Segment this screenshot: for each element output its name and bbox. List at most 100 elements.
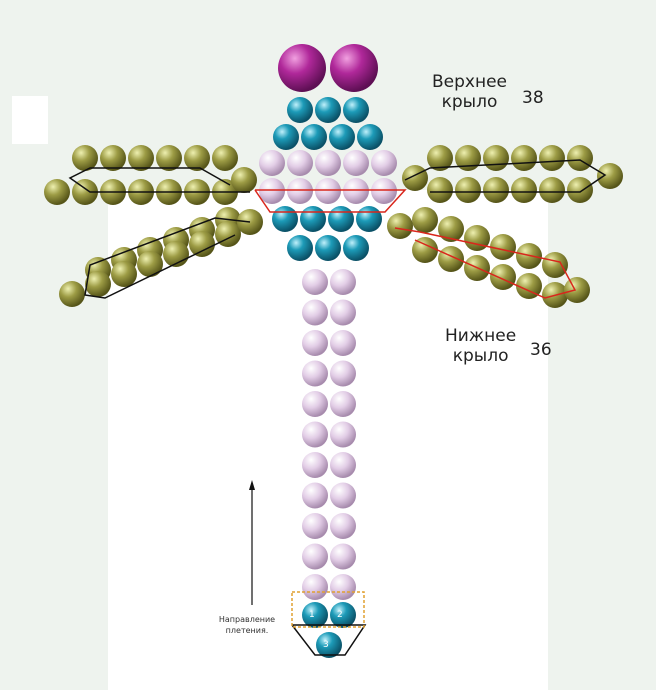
head-bead	[315, 97, 341, 123]
head-bead	[343, 97, 369, 123]
white-square	[12, 96, 48, 144]
upper-right-wing-bead	[511, 145, 537, 171]
upper-left-wing-bead	[128, 145, 154, 171]
upper-left-wing-bead	[72, 179, 98, 205]
upper-left-wing-bead	[44, 179, 70, 205]
lower-right-wing-bead	[412, 207, 438, 233]
lower-wing-label: Нижнее крыло	[445, 326, 517, 366]
upper-right-wing-bead	[539, 177, 565, 203]
body-bead	[330, 421, 356, 448]
tail-thread	[291, 624, 367, 656]
head-bead	[301, 124, 327, 150]
tail-bead	[330, 602, 356, 628]
upper-left-wing-bead	[212, 145, 238, 171]
thorax-bead	[356, 206, 382, 232]
thorax-bead	[315, 178, 341, 204]
eye-bead	[278, 44, 326, 92]
lower-left-wing-bead	[137, 251, 163, 277]
body-bead	[330, 269, 356, 295]
upper-right-wing-bead	[427, 177, 453, 203]
direction-arrowhead	[249, 480, 255, 490]
body-bead	[302, 330, 328, 356]
upper-right-wing-thread	[404, 159, 607, 193]
lower-right-wing-bead	[516, 273, 542, 299]
thorax-bead	[272, 206, 298, 232]
thorax-bead	[287, 235, 313, 261]
lower-wing-count: 36	[530, 340, 552, 360]
body-bead	[330, 543, 356, 570]
upper-right-wing-bead	[567, 177, 593, 203]
body-bead	[330, 513, 356, 539]
lower-right-wing-bead	[464, 225, 490, 251]
thorax-bead	[300, 206, 326, 232]
bead-number-3: 3	[323, 640, 329, 650]
head-bead	[329, 124, 355, 150]
upper-left-wing-bead	[100, 145, 126, 171]
lower-left-wing-thread	[84, 217, 251, 299]
lower-right-wing-bead	[490, 234, 516, 260]
head-bead	[273, 124, 299, 150]
body-bead	[330, 574, 356, 600]
head-bead	[357, 124, 383, 150]
thorax-bead	[371, 178, 397, 204]
eye-bead	[330, 44, 378, 92]
body-bead	[302, 452, 328, 478]
lower-right-wing-thread	[394, 227, 577, 299]
thorax-bead	[315, 150, 341, 176]
body-bead	[302, 269, 328, 295]
body-bead	[302, 421, 328, 448]
thorax-bead	[343, 235, 369, 261]
upper-right-wing-bead	[567, 145, 593, 171]
thorax-bead	[328, 206, 354, 232]
lower-right-wing-bead	[438, 246, 464, 272]
upper-left-wing-thread	[68, 167, 250, 193]
lower-left-wing-bead	[85, 271, 111, 297]
upper-right-wing-bead	[483, 145, 509, 171]
lower-right-wing-bead	[490, 264, 516, 290]
body-bead	[330, 330, 356, 356]
lower-left-wing-bead	[215, 221, 241, 247]
lower-right-wing-bead	[438, 216, 464, 242]
upper-right-wing-bead	[597, 163, 623, 189]
upper-left-wing-bead	[156, 145, 182, 171]
upper-right-wing-bead	[402, 165, 428, 191]
upper-right-wing-bead	[455, 145, 481, 171]
body-bead	[302, 360, 328, 387]
tail-bead	[302, 602, 328, 628]
thorax-bead	[371, 150, 397, 176]
thorax-bead	[259, 150, 285, 176]
bead-number-1: 1	[309, 610, 315, 620]
upper-right-wing-bead	[427, 145, 453, 171]
thorax-bead	[343, 150, 369, 176]
bead-number-2: 2	[337, 610, 343, 620]
upper-left-wing-bead	[231, 167, 257, 193]
body-bead	[302, 482, 328, 509]
upper-wing-label: Верхнее крыло	[432, 72, 508, 112]
lower-right-wing-bead	[387, 213, 413, 239]
tail-loop-thread	[291, 591, 365, 628]
body-bead	[330, 452, 356, 478]
lower-left-wing-bead	[59, 281, 85, 307]
thorax-bead	[287, 150, 313, 176]
thorax-bead	[287, 178, 313, 204]
body-bead	[302, 513, 328, 539]
upper-left-wing-bead	[72, 145, 98, 171]
body-pink-row-thread	[254, 189, 407, 213]
lower-right-wing-bead	[412, 237, 438, 263]
lower-right-wing-bead	[564, 277, 590, 303]
thorax-bead	[343, 178, 369, 204]
upper-wing-count: 38	[522, 88, 544, 108]
body-bead	[330, 391, 356, 417]
upper-right-wing-bead	[539, 145, 565, 171]
lower-left-wing-bead	[111, 261, 137, 287]
body-bead	[330, 299, 356, 326]
body-bead	[302, 543, 328, 570]
body-bead	[302, 574, 328, 600]
weaving-direction-label: Направление плетения.	[218, 615, 276, 635]
lower-left-wing-bead	[189, 231, 215, 257]
head-bead	[287, 97, 313, 123]
thorax-bead	[259, 178, 285, 204]
upper-left-wing-bead	[184, 145, 210, 171]
